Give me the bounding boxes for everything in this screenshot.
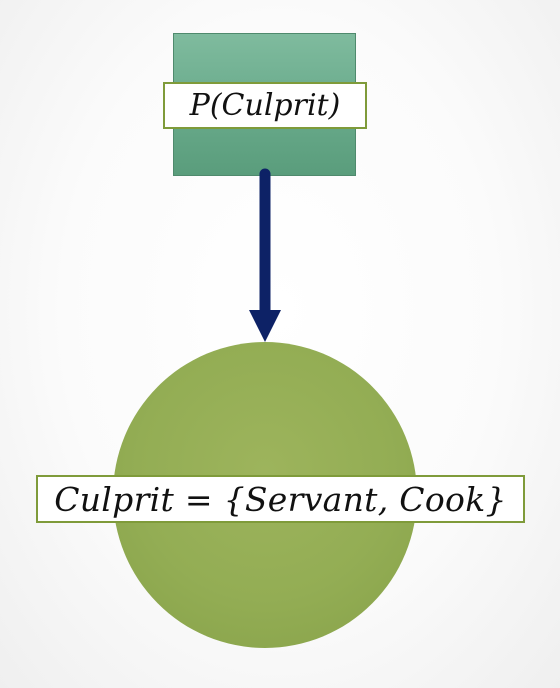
- prior-probability-label: P(Culprit): [163, 82, 367, 129]
- culprit-node-label: Culprit = {Servant, Cook}: [36, 475, 525, 523]
- arrow-head: [249, 310, 281, 342]
- dependency-arrow: [249, 168, 281, 342]
